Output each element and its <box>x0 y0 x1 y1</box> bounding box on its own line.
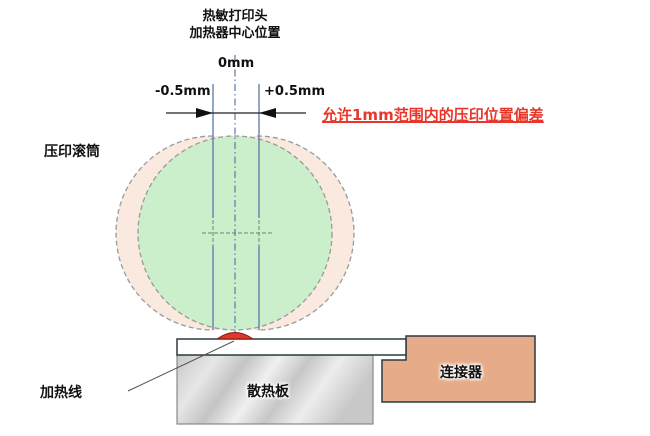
heater-line-label: 加热线 <box>40 385 82 401</box>
roller-label: 压印滚筒 <box>44 144 100 160</box>
heatsink <box>176 354 374 425</box>
heater-leader-line <box>127 340 235 392</box>
heater-line <box>215 332 255 340</box>
tolerance-note: 允许1mm范围内的压印位置偏差 <box>322 106 544 124</box>
connector-label: 连接器 <box>440 365 482 381</box>
title-line-1: 热敏打印头 <box>202 9 268 24</box>
print-head-center-title: 热敏打印头 加热器中心位置 <box>175 8 295 42</box>
crosshair <box>202 220 272 246</box>
offset-guide-lines <box>212 84 260 330</box>
center-label: 0mm <box>218 56 255 71</box>
left-offset-label: -0.5mm <box>155 84 211 99</box>
thermal-head-board <box>176 338 407 356</box>
heatsink-label: 散热板 <box>247 384 289 400</box>
right-offset-label: +0.5mm <box>264 84 326 99</box>
tolerance-arrows <box>166 108 306 118</box>
title-line-2: 加热器中心位置 <box>189 26 281 41</box>
connector <box>381 335 536 403</box>
